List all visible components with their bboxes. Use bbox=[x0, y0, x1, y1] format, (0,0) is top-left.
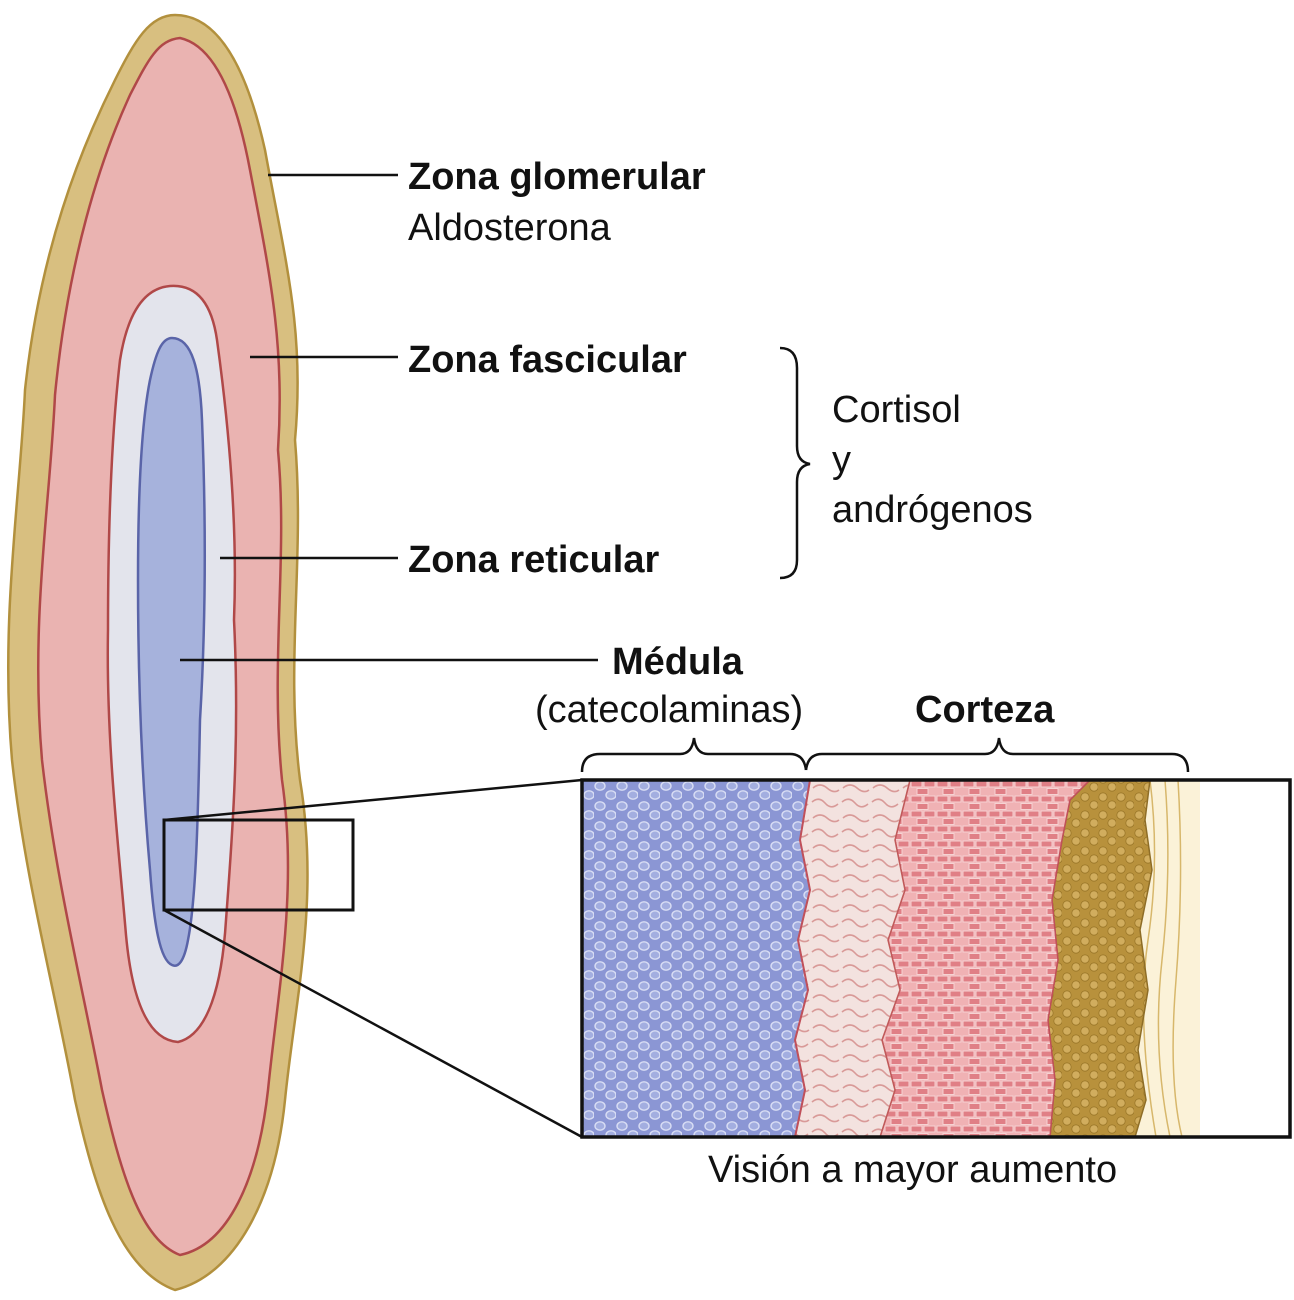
label-vision-mayor-aumento: Visión a mayor aumento bbox=[708, 1149, 1117, 1191]
label-catecolaminas: (catecolaminas) bbox=[535, 689, 803, 731]
label-zona-reticular: Zona reticular bbox=[408, 539, 659, 581]
inset-medulla-zone bbox=[582, 780, 810, 1137]
label-corteza: Corteza bbox=[915, 689, 1055, 731]
magnified-view bbox=[582, 780, 1290, 1137]
label-zona-glomerular: Zona glomerular bbox=[408, 156, 706, 198]
corteza-brace bbox=[806, 738, 1188, 772]
medula-brace bbox=[582, 738, 806, 772]
label-y: y bbox=[832, 439, 851, 481]
label-zona-fascicular: Zona fascicular bbox=[408, 339, 687, 381]
label-aldosterona: Aldosterona bbox=[408, 207, 612, 249]
label-androgenos: andrógenos bbox=[832, 489, 1033, 531]
label-medula: Médula bbox=[612, 641, 744, 683]
cortisol-brace bbox=[780, 348, 810, 578]
inset-reticular-zone bbox=[795, 780, 910, 1137]
adrenal-gland bbox=[8, 15, 353, 1290]
label-cortisol: Cortisol bbox=[832, 389, 961, 431]
